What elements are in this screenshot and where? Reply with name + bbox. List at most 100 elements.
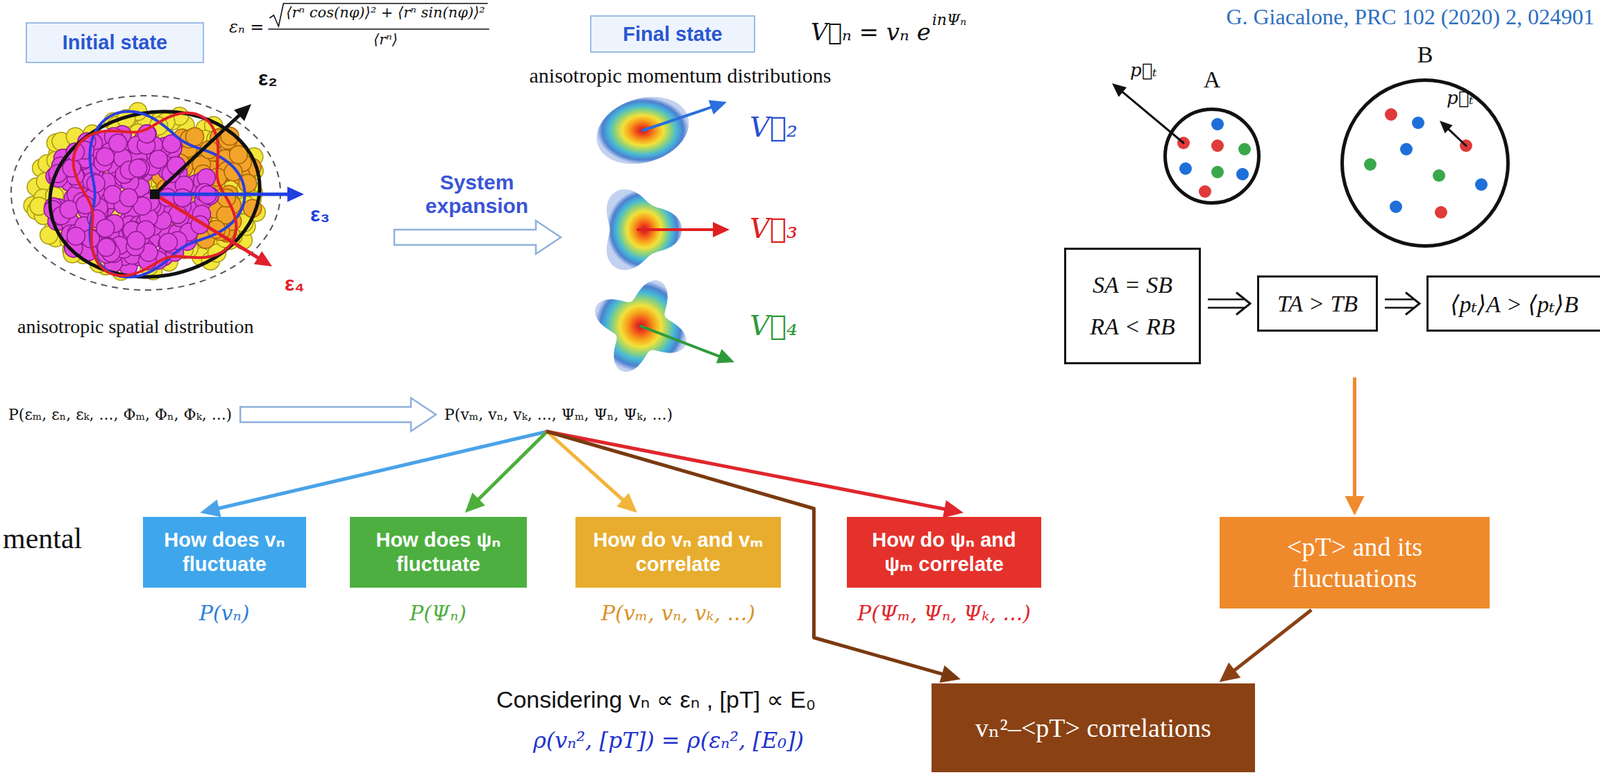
connector [1384,292,1420,316]
question-box: How do vₙ and vₘ correlate [575,517,781,588]
nucleon [129,158,148,178]
system-circle: B [1340,78,1510,248]
node-text: How do vₙ and vₘ correlate [583,528,773,578]
condition-box: SA = SBRA < RB [1064,247,1201,365]
result-box: vₙ²–<pT> correlations [931,683,1256,773]
nucleon [96,147,115,166]
formula-text: ⟨rⁿ⟩ [373,31,398,48]
particle-dot [1198,185,1212,198]
node-text: SA = SB [1092,272,1173,299]
formula-strokes [267,3,489,30]
particle-dot [1238,142,1251,156]
formula-text: ⟨rⁿ cos(nφ)⟩² + ⟨rⁿ sin(nφ)⟩² [285,4,485,21]
formula-superscript: inΨₙ [932,11,967,29]
particle-dot [1211,118,1224,131]
v3-arrow-head [712,222,730,238]
implies-head [1405,292,1420,316]
caption-text: anisotropic momentum distributions [529,63,832,88]
particle-dot [1434,206,1448,219]
particle-dot [1432,169,1446,182]
connector-line [1352,377,1357,502]
vector-label: V⃗₄ [749,309,798,342]
nucleon [119,188,138,207]
state-tag: Initial state [25,22,205,64]
nucleus-illustration [11,95,305,293]
nucleon [108,133,128,153]
node-text: TA > TB [1277,290,1358,318]
fan-arrow [474,431,547,504]
distribution-label: P(Ψₘ, Ψₙ, Ψₖ, ...) [857,601,1031,626]
particles [1112,83,1488,219]
v3-arrow [637,228,718,232]
connector-head [1219,662,1242,683]
nucleon [97,238,116,257]
nucleon [103,186,122,205]
particle-dot [1179,162,1192,175]
epsilon3-arrow-head [287,186,305,202]
circle-heading: B [1343,41,1507,69]
particle-dot [1211,165,1224,179]
hollow-arrow [394,220,561,255]
epsilon4-arrow [154,194,263,261]
particle-dot [1236,167,1249,181]
citation: G. Giacalone, PRC 102 (2020) 2, 024901 [1225,4,1595,30]
node-text: Initial state [62,31,168,55]
implies-line [1207,306,1244,309]
nucleon [67,226,86,246]
particle-dot [1475,178,1488,191]
node-text: How does ψₙ fluctuate [358,528,519,578]
note-text: Considering vₙ ∝ εₙ , [pT] ∝ E₀ [496,685,816,714]
particle-dot [1384,108,1398,121]
vector-label: p⃗ₜ [1130,59,1158,81]
sqrt-sign [269,3,488,27]
connector-head [1345,496,1365,516]
cropped-heading: mental [2,521,82,556]
vector-label: ε₄ [284,272,305,296]
nucleon [158,233,178,252]
epsilon4-arrow-head [254,251,273,267]
vector-label: ε₃ [310,202,330,227]
particle-dot [1389,200,1403,214]
distribution-label: P(Ψₙ) [409,601,467,626]
nucleon [149,150,168,169]
vector-label: ε₂ [258,66,278,91]
circle-heading: A [1166,66,1258,94]
connector [1345,377,1365,516]
implies-line [1384,306,1414,309]
distribution-label: P(vₘ, vₙ, vₖ, ...) [601,601,756,626]
connector-line [1230,610,1312,675]
nucleon [96,219,115,238]
node-text: How does vₙ fluctuate [151,528,298,578]
particle-dot [1211,139,1224,153]
fan-arrow-head [942,500,964,519]
fan-arrow-head [465,492,486,513]
fan-arrow-head [199,499,221,518]
implies-head [1236,292,1251,316]
formula-text: P(vₘ, vₙ, vₖ, ..., Ψₘ, Ψₙ, Ψₖ, ...) [444,406,673,424]
v4-arrow-head [716,349,735,364]
vector-label: p⃗ₜ [1446,87,1474,109]
system-circle: A [1163,107,1261,205]
question-box: How do ψₙ and ψₘ correlate [846,517,1042,588]
implies-line [1384,298,1414,301]
hollow-arrow [240,398,436,432]
particle-dot [1411,116,1425,130]
momentum-distributions [594,97,735,373]
v2-arrow-head [708,99,727,115]
state-tag: Final state [590,15,756,53]
node-text: ⟨pₜ⟩A > ⟨pₜ⟩B [1450,290,1579,318]
connector [1219,610,1312,683]
momentum-arrow [1119,89,1184,143]
epsilon2-arrow-head [233,104,252,121]
node-text: <pT> and its fluctuations [1227,531,1482,595]
momentum-arrow-head [1112,83,1127,98]
fan-arrow [213,431,547,511]
nucleon [137,124,156,143]
question-box: How does vₙ fluctuate [142,517,307,588]
fraction-bar [267,28,489,30]
fan-arrow-head [939,665,961,684]
node-text: How do ψₙ and ψₘ correlate [855,528,1033,578]
topic-box: <pT> and its fluctuations [1219,517,1490,609]
condition-box: ⟨pₜ⟩A > ⟨pₜ⟩B [1426,275,1600,332]
